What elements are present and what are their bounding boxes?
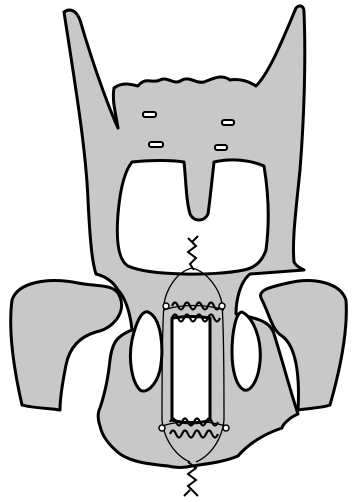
sacral-mark-left-upper — [143, 112, 156, 117]
sacral-mark-left-lower — [149, 142, 163, 147]
sacral-mark-right-upper — [222, 120, 234, 125]
sacral-mark-right-lower — [215, 145, 227, 150]
symphysis-gap — [172, 317, 210, 424]
